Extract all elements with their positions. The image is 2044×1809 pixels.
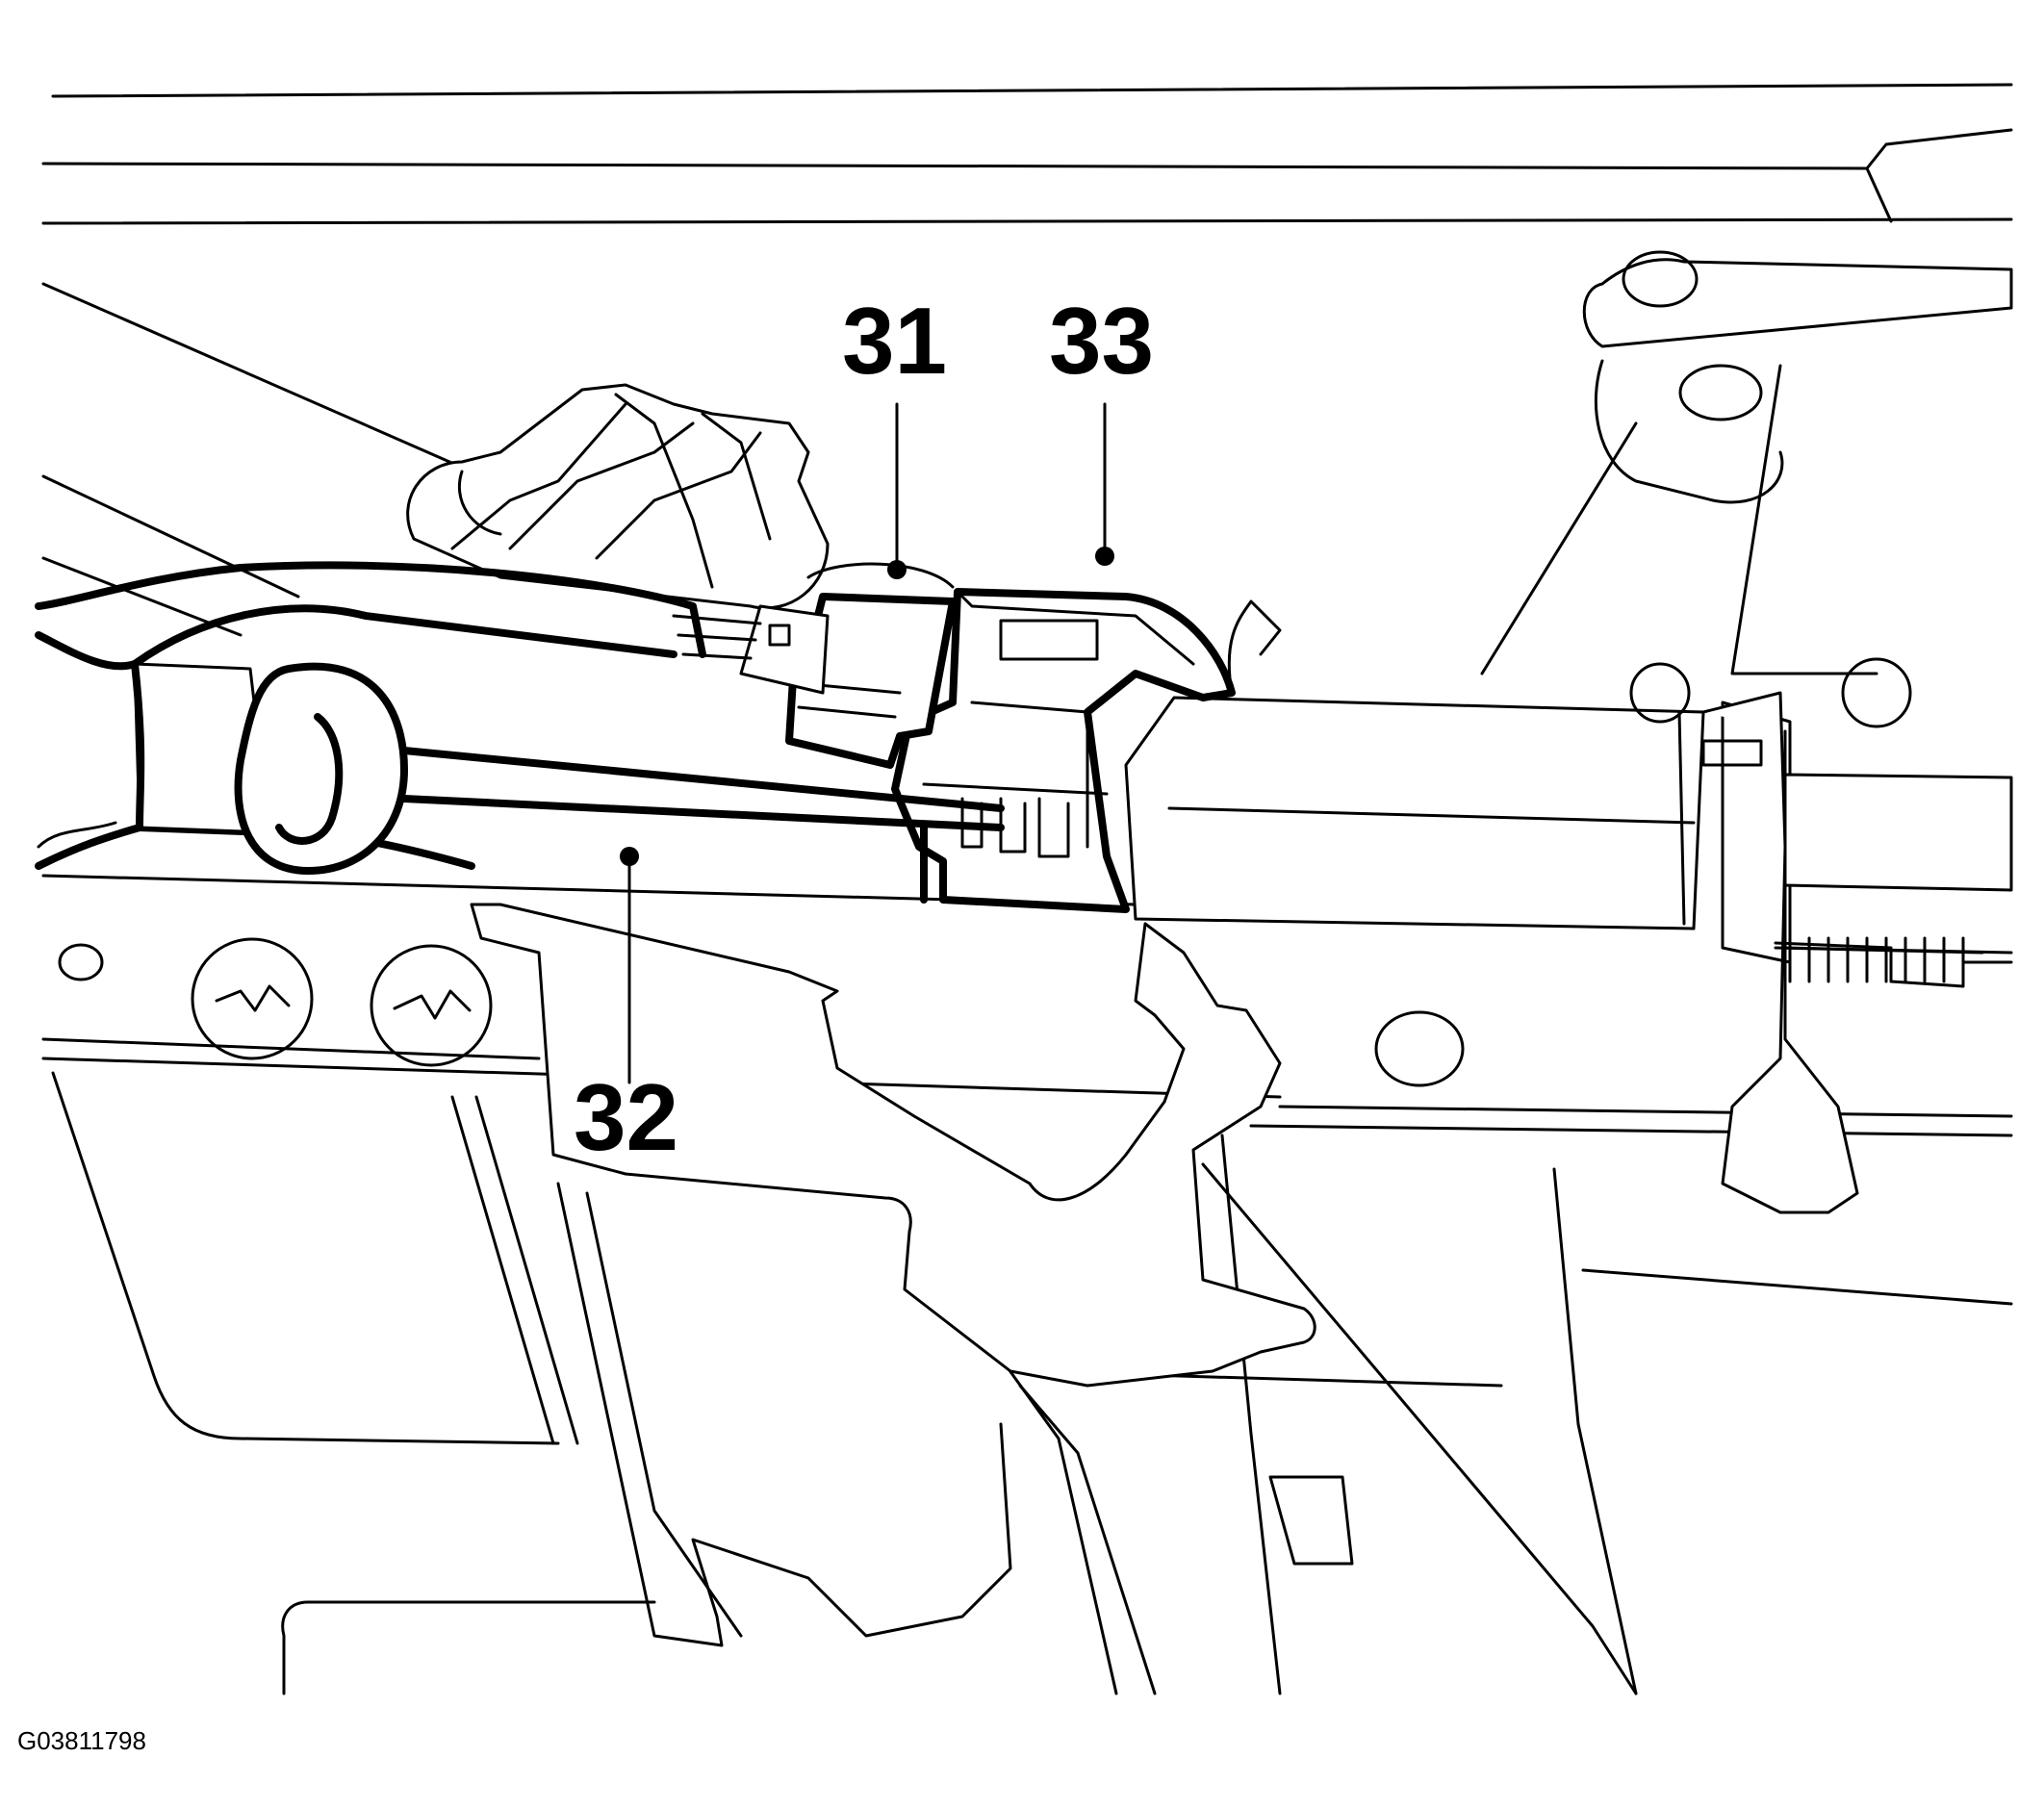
seat-rail-body [41,874,2013,1137]
leader-31-dot [887,560,907,579]
center-rail-tube [1124,657,2013,1214]
lower-plates [51,1071,2013,1695]
ratchet-mechanism [406,383,830,610]
wiring-harness [35,561,1005,904]
connector-31 [672,562,957,769]
leader-33-dot [1095,547,1114,566]
figure-id: G03811798 [17,1726,146,1755]
upper-right-bracket [1480,250,2013,675]
left-frame-lines [41,282,473,637]
callout-31: 31 [842,288,947,394]
leader-32-dot [620,847,639,866]
latch-plate [470,903,1316,1647]
threaded-rod [1774,936,1984,983]
upper-rail-lines [41,83,2013,225]
leader-lines [620,402,1114,1084]
callout-32: 32 [574,1064,678,1170]
callout-33: 33 [1049,288,1154,394]
